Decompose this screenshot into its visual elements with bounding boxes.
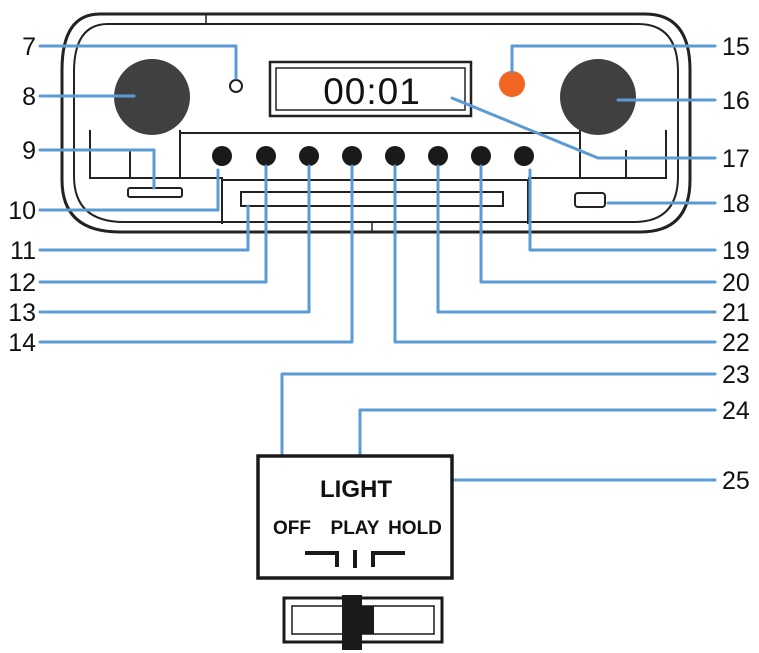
left-speaker: [114, 59, 190, 135]
leader-19: [528, 168, 717, 252]
leader-17: [450, 96, 717, 160]
callout-8: 8: [22, 83, 36, 111]
switch-position-off: OFF: [273, 518, 311, 539]
small-switch: [574, 192, 606, 208]
leader-25: [418, 478, 717, 514]
leader-11: [38, 204, 250, 252]
leader-21: [436, 164, 717, 314]
button-10[interactable]: [212, 146, 232, 166]
callout-labels: 7 8 9 10 11 12 13 14 15 16 17 18 19 20 2…: [8, 33, 750, 495]
callout-13: 13: [8, 299, 36, 327]
lcd-display: 00:01: [268, 60, 473, 118]
right-speaker: [560, 59, 636, 135]
callout-17: 17: [722, 145, 750, 173]
button-21[interactable]: [428, 146, 448, 166]
slider-knob[interactable]: [342, 595, 362, 650]
callout-21: 21: [722, 299, 750, 327]
switch-position-play: PLAY: [331, 518, 380, 539]
callout-7: 7: [22, 33, 36, 61]
leader-15: [510, 44, 717, 74]
callout-14: 14: [8, 329, 36, 357]
display-time: 00:01: [323, 71, 421, 112]
leader-14: [38, 164, 354, 344]
callout-19: 19: [722, 237, 750, 265]
card-slot: [240, 191, 504, 207]
button-12[interactable]: [256, 146, 276, 166]
callout-20: 20: [722, 269, 750, 297]
leader-7: [38, 44, 238, 80]
callout-15: 15: [722, 33, 750, 61]
leader-22: [393, 164, 717, 344]
button-20[interactable]: [471, 146, 491, 166]
leader-24: [358, 408, 717, 472]
leader-10: [38, 168, 220, 212]
callout-16: 16: [722, 87, 750, 115]
leader-13: [38, 164, 311, 314]
switch-title: LIGHT: [320, 476, 392, 503]
switch-position-hold: HOLD: [388, 518, 442, 539]
callout-18: 18: [722, 190, 750, 218]
callout-12: 12: [8, 269, 36, 297]
callout-10: 10: [8, 197, 36, 225]
slider-switch[interactable]: [282, 595, 444, 650]
button-22[interactable]: [385, 146, 405, 166]
indicator-light: [499, 71, 525, 97]
left-slot: [127, 187, 183, 198]
callout-11: 11: [10, 237, 36, 265]
leader-12: [38, 164, 268, 284]
button-row: [212, 146, 534, 166]
callout-25: 25: [722, 467, 750, 495]
callout-9: 9: [22, 137, 36, 165]
pinhole: [229, 79, 243, 93]
leader-20: [479, 164, 717, 284]
callout-24: 24: [722, 397, 750, 425]
callout-22: 22: [722, 329, 750, 357]
callout-23: 23: [722, 361, 750, 389]
button-13[interactable]: [299, 146, 319, 166]
button-14[interactable]: [342, 146, 362, 166]
light-switch-panel: LIGHT OFF PLAY HOLD: [256, 454, 454, 580]
button-19[interactable]: [514, 146, 534, 166]
leader-9: [38, 148, 156, 190]
